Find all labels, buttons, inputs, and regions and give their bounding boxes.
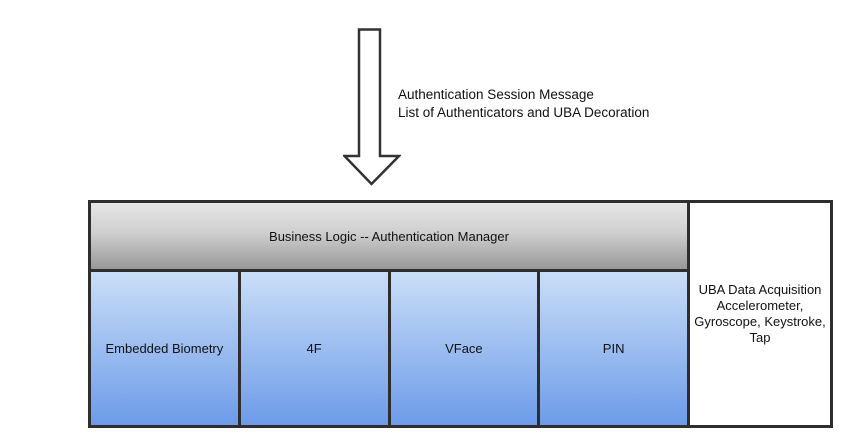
annotation-line-2: List of Authenticators and UBA Decoratio… <box>398 105 650 120</box>
uba-box-line-1: UBA Data Acquisition <box>698 282 822 297</box>
authenticator-box-pin: PIN <box>540 272 687 425</box>
authenticator-label: VFace <box>445 341 483 356</box>
arrow-annotation: Authentication Session Message List of A… <box>398 86 649 122</box>
authenticator-label: 4F <box>306 341 322 356</box>
manager-bar-label: Business Logic -- Authentication Manager <box>269 228 509 244</box>
uba-box-line-3: Gyroscope, Keystroke, <box>694 314 826 329</box>
authenticator-label: Embedded Biometry <box>105 341 224 356</box>
down-arrow-icon <box>341 28 402 186</box>
authenticator-box-embedded-biometry: Embedded Biometry <box>91 272 241 425</box>
uba-data-acquisition-box: UBA Data Acquisition Accelerometer, Gyro… <box>690 203 830 425</box>
uba-box-line-2: Accelerometer, <box>716 298 804 313</box>
authenticator-box-vface: VFace <box>390 272 541 425</box>
authentication-diagram: Business Logic -- Authentication Manager… <box>88 200 833 428</box>
manager-section: Business Logic -- Authentication Manager… <box>91 203 690 425</box>
authenticator-box-4f: 4F <box>240 272 391 425</box>
business-logic-authentication-manager-box: Business Logic -- Authentication Manager <box>91 203 687 272</box>
down-arrow-svg <box>341 28 402 186</box>
uba-box-line-4: Tap <box>749 330 771 345</box>
annotation-line-1: Authentication Session Message <box>398 87 594 102</box>
authenticators-row: Embedded Biometry 4F VFace PIN <box>91 272 687 425</box>
authenticator-label: PIN <box>602 341 625 356</box>
